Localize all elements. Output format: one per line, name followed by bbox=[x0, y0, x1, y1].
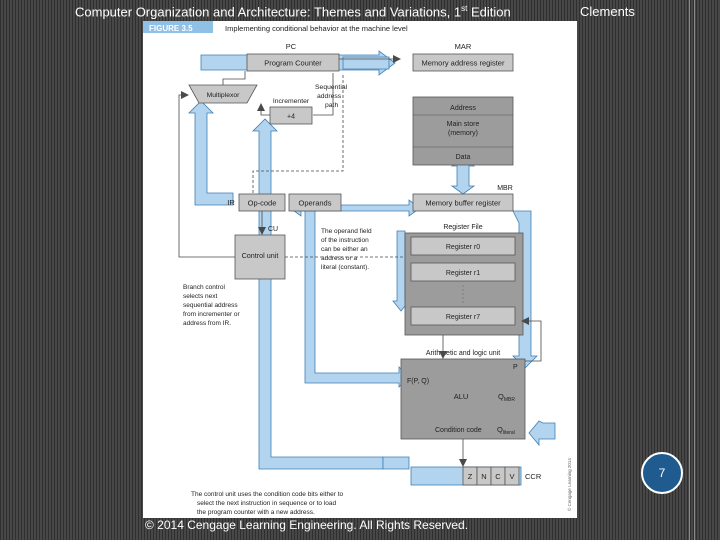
main-store-data: Data bbox=[456, 154, 471, 161]
slide-title: Computer Organization and Architecture: … bbox=[75, 4, 511, 19]
cu-note-line: the program counter with a new address. bbox=[197, 509, 315, 516]
mar-label: MAR bbox=[455, 42, 472, 51]
right-divider-line-2 bbox=[694, 0, 695, 540]
alu-q-mbr-label: QMBR bbox=[498, 392, 515, 403]
operand-note-line: The operand field bbox=[321, 228, 372, 235]
ccr-v-box bbox=[504, 466, 520, 486]
branch-control-note: Branch control selects next sequential a… bbox=[183, 284, 241, 327]
line-mux-to-pc bbox=[222, 71, 246, 85]
main-store-title-2: (memory) bbox=[448, 130, 478, 137]
main-store-title-1: Main store bbox=[447, 121, 480, 128]
operand-note-line: literal (constant). bbox=[321, 264, 369, 271]
bus-literal-in bbox=[528, 420, 556, 447]
alu-box bbox=[400, 358, 526, 440]
incrementer-value: +4 bbox=[287, 114, 295, 121]
program-counter-box bbox=[246, 53, 340, 72]
alu-q-mbr-sub: MBR bbox=[504, 397, 516, 403]
main-store-address: Address bbox=[450, 105, 476, 112]
register-r1-label: Register r1 bbox=[446, 270, 480, 277]
operand-note-line: can be either an bbox=[321, 246, 368, 253]
mar-box-label: Memory address register bbox=[422, 59, 505, 68]
ccr-n-label: N bbox=[481, 472, 486, 481]
mbr-label: MBR bbox=[497, 185, 513, 192]
figure-caption: Implementing conditional behavior at the… bbox=[225, 24, 408, 33]
branch-note-line: sequential address bbox=[183, 302, 238, 309]
alu-title: Arithmetic and logic unit bbox=[426, 350, 500, 357]
mar-box bbox=[412, 53, 514, 72]
control-lines bbox=[178, 55, 542, 467]
mbr-box-label: Memory buffer register bbox=[425, 199, 501, 208]
page-number-badge: 7 bbox=[641, 452, 683, 494]
cu-label: CU bbox=[268, 226, 278, 233]
alu-q-literal-letter: Q bbox=[497, 425, 503, 434]
slide-title-superscript: st bbox=[461, 4, 468, 13]
alu-p-label: P bbox=[513, 364, 518, 371]
register-r7-label: Register r7 bbox=[446, 314, 480, 321]
bus-ir-to-mux bbox=[188, 100, 234, 206]
cu-note-line: The control unit uses the condition code… bbox=[191, 491, 344, 498]
bus-pc-to-mar bbox=[342, 56, 390, 70]
footer-copyright: © 2014 Cengage Learning Engineering. All… bbox=[145, 518, 469, 532]
figure-number: FIGURE 3.5 bbox=[149, 24, 193, 33]
operands-box bbox=[288, 193, 342, 212]
figure-number-bar bbox=[143, 21, 213, 33]
opcode-label: Op-code bbox=[248, 199, 277, 208]
branch-note-line: selects next bbox=[183, 293, 218, 300]
pc-label: PC bbox=[286, 42, 297, 51]
alu-label: ALU bbox=[454, 392, 469, 401]
slide-title-text: Computer Organization and Architecture: … bbox=[75, 4, 462, 20]
operands-label: Operands bbox=[299, 199, 332, 208]
register-r1-box bbox=[410, 262, 516, 282]
line-incrementer-to-mux bbox=[257, 103, 270, 116]
figure-side-copyright: © Cengage Learning 2014 bbox=[566, 458, 572, 511]
control-unit-label: Control unit bbox=[242, 251, 279, 260]
bus-ccr-join bbox=[382, 456, 410, 470]
multiplexor-shape bbox=[188, 84, 258, 104]
incrementer-box bbox=[269, 106, 313, 125]
datapath-diagram: FIGURE 3.5 Implementing conditional beha… bbox=[143, 21, 572, 516]
operand-field-note: The operand field of the instruction can… bbox=[321, 228, 372, 271]
sequential-path-label-2: address bbox=[317, 93, 342, 100]
multiplexor-label: Multiplexor bbox=[207, 92, 241, 99]
ccr-c-label: C bbox=[495, 472, 501, 481]
slide-title-suffix: Edition bbox=[467, 4, 511, 20]
condition-code-label: Condition code bbox=[435, 427, 482, 434]
ccr-label: CCR bbox=[525, 472, 542, 481]
alu-q-literal-sub: literal bbox=[503, 430, 515, 436]
cu-note-line: select the next instruction in sequence … bbox=[197, 500, 336, 507]
line-alu-to-regfile bbox=[521, 317, 542, 362]
ccr-z-label: Z bbox=[468, 472, 473, 481]
register-r7-box bbox=[410, 306, 516, 326]
mbr-box bbox=[412, 193, 514, 212]
slide-section: Clements bbox=[580, 4, 635, 19]
alu-q-literal-label: Qliteral bbox=[497, 425, 515, 436]
line-incrementer-feedback bbox=[313, 73, 334, 116]
alu-q-mbr-letter: Q bbox=[498, 392, 504, 401]
branch-note-line: address from IR. bbox=[183, 320, 231, 327]
cu-condition-note: The control unit uses the condition code… bbox=[191, 491, 344, 516]
sequential-path-label-1: Sequential bbox=[315, 84, 348, 91]
figure-panel: FIGURE 3.5 Implementing conditional beha… bbox=[143, 21, 577, 518]
register-r0-box bbox=[410, 236, 516, 256]
ir-label: IR bbox=[227, 198, 235, 207]
bus-branch-return bbox=[252, 118, 384, 470]
branch-note-line: Branch control bbox=[183, 284, 225, 291]
right-divider-line bbox=[689, 0, 690, 540]
sequential-path-label-3: path bbox=[325, 102, 338, 109]
ccr-v-label: V bbox=[509, 472, 514, 481]
operand-note-line: address or a bbox=[321, 255, 358, 262]
operand-note-line: of the instruction bbox=[321, 237, 369, 244]
register-file-label: Register File bbox=[443, 224, 482, 231]
incrementer-label: Incrementer bbox=[273, 98, 310, 105]
line-cu-to-mux bbox=[178, 91, 235, 258]
branch-note-line: from incrementer or bbox=[183, 311, 241, 318]
alu-fpq-label: F(P, Q) bbox=[407, 378, 429, 385]
main-store-box bbox=[412, 96, 514, 166]
program-counter-label: Program Counter bbox=[264, 59, 322, 68]
control-unit-box bbox=[234, 234, 286, 280]
register-r0-label: Register r0 bbox=[446, 244, 480, 251]
line-sequential-path bbox=[252, 75, 344, 193]
